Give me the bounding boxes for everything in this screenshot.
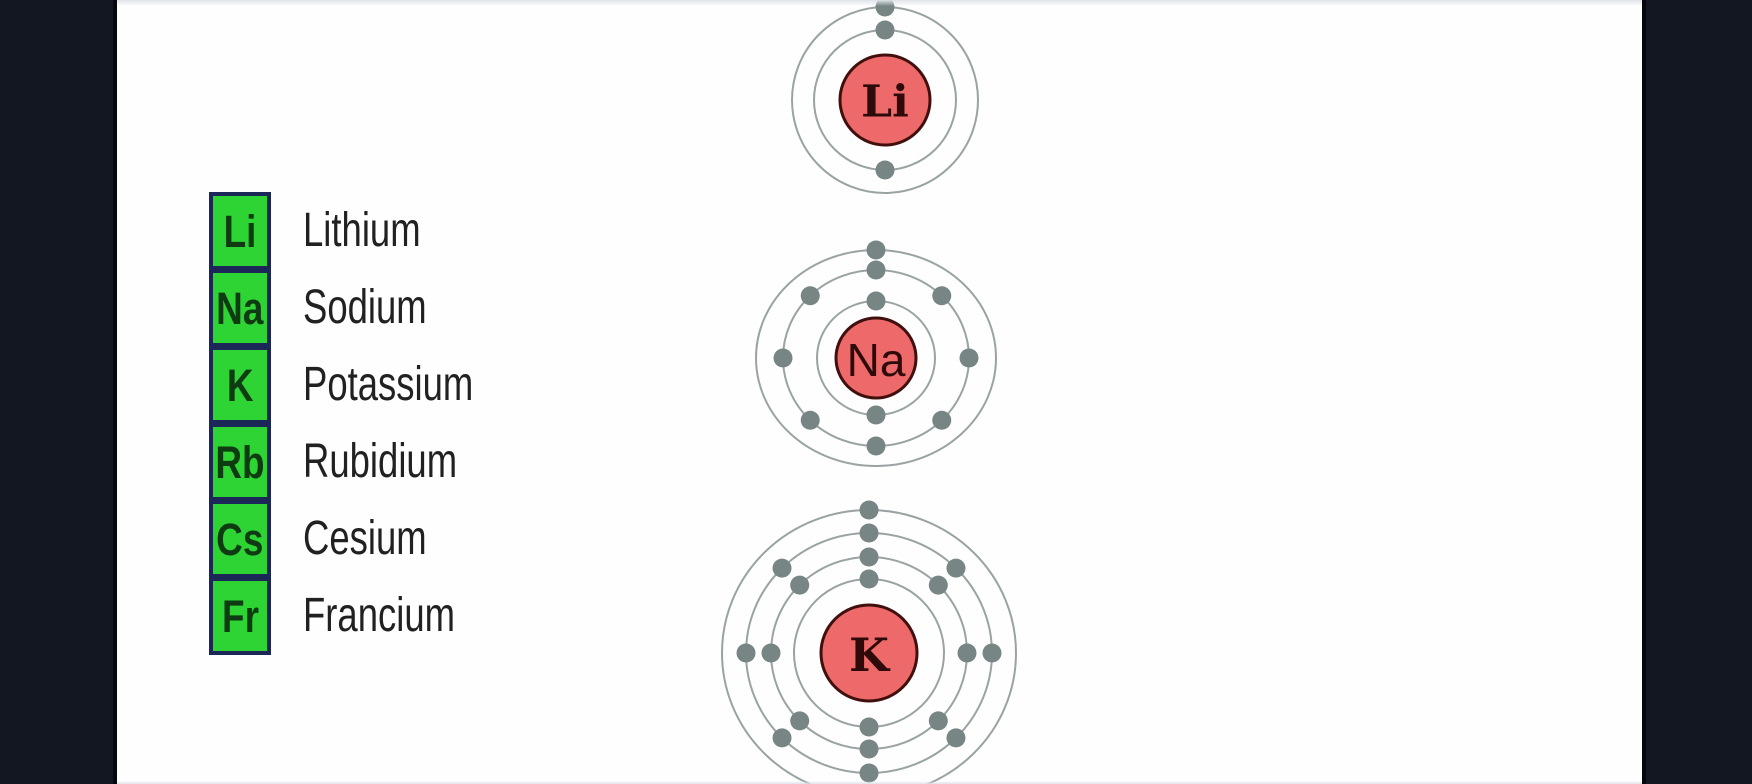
right-letterbox-bar (1642, 0, 1752, 784)
nucleus-symbol-label: K (849, 628, 891, 682)
element-symbol-label: K (226, 359, 254, 411)
left-letterbox-bar (0, 0, 117, 784)
electron-shell2 (800, 410, 820, 430)
electron-shell3 (772, 558, 792, 578)
electron-shell2 (790, 575, 810, 595)
electron-shell2 (866, 436, 886, 456)
element-name-label: Sodium (303, 280, 427, 334)
electron-shell2 (800, 286, 820, 306)
electron-shell3 (866, 240, 886, 260)
element-box-li: Li (213, 196, 267, 266)
element-name-label: Lithium (303, 203, 421, 257)
element-symbol-label: Na (216, 282, 264, 334)
electron-shell2 (959, 348, 979, 368)
electron-shell1 (875, 160, 895, 180)
content-top-edge (117, 0, 1642, 6)
electron-shell2 (859, 739, 879, 759)
electron-shell1 (866, 405, 886, 425)
nucleus (834, 316, 918, 400)
content-bottom-edge (117, 781, 1642, 784)
bohr-model-na: Na (755, 240, 997, 467)
element-name-francium: Francium (303, 578, 723, 655)
element-symbol-label: Cs (216, 513, 264, 565)
bohr-model-k: K (721, 500, 1017, 784)
electron-shell3 (736, 643, 756, 663)
electron-shell1 (875, 20, 895, 40)
electron-shell1 (859, 717, 879, 737)
element-box-k: K (213, 350, 267, 420)
electron-shell2 (761, 643, 781, 663)
electron-shell3 (982, 643, 1002, 663)
element-name-lithium: Lithium (303, 192, 723, 269)
element-symbol-label: Li (223, 205, 257, 257)
electron-shell2 (932, 286, 952, 306)
element-box-rb: Rb (213, 427, 267, 497)
element-name-label: Cesium (303, 512, 427, 566)
electron-shell2 (928, 711, 948, 731)
element-box-fr: Fr (213, 581, 267, 651)
electron-shell3 (946, 558, 966, 578)
electron-shell1 (866, 291, 886, 311)
element-symbol-label: Fr (221, 590, 259, 642)
electron-shell3 (772, 728, 792, 748)
electron-shell2 (773, 348, 793, 368)
electron-shell4 (859, 500, 879, 520)
element-name-label: Francium (303, 589, 456, 643)
electron-shell3 (859, 523, 879, 543)
electron-shell1 (859, 569, 879, 589)
electron-shell2 (859, 547, 879, 567)
element-name-rubidium: Rubidium (303, 424, 723, 501)
electron-shell2 (866, 260, 886, 280)
nucleus-symbol-label: Na (847, 334, 906, 386)
nucleus (838, 53, 932, 147)
electron-shell3 (859, 763, 879, 783)
element-symbol-label: Rb (215, 436, 265, 488)
electron-shell2 (932, 410, 952, 430)
electron-shell3 (946, 728, 966, 748)
bohr-model-li: Li (791, 0, 979, 194)
element-name-label: Rubidium (303, 435, 458, 489)
electron-shell2 (957, 643, 977, 663)
nucleus-symbol-label: Li (861, 76, 909, 127)
element-name-label: Potassium (303, 357, 474, 411)
electron-shell2 (928, 575, 948, 595)
element-name-potassium: Potassium (303, 346, 723, 423)
nucleus (819, 603, 919, 703)
electron-shell2 (790, 711, 810, 731)
element-box-na: Na (213, 273, 267, 343)
element-name-cesium: Cesium (303, 501, 723, 578)
element-box-cs: Cs (213, 504, 267, 574)
element-name-sodium: Sodium (303, 269, 723, 346)
